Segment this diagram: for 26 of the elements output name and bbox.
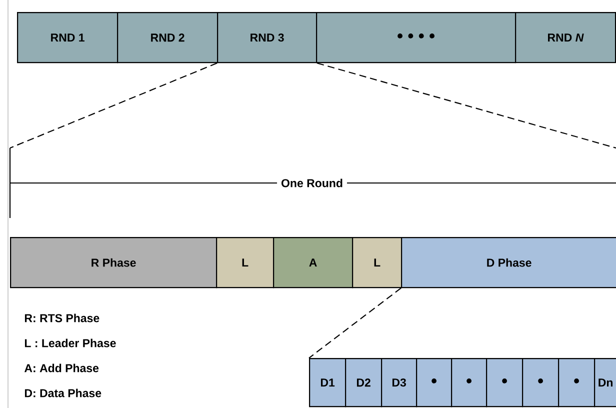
- dimension-label: One Round: [277, 174, 347, 192]
- zoom-line: [316, 62, 616, 149]
- round-cell: RND 2: [117, 12, 218, 64]
- round-cell: RND 3: [217, 12, 318, 64]
- phase-cell: D Phase: [401, 237, 616, 288]
- round-cell: RND 1: [17, 12, 118, 64]
- data-slot-cell: D3: [381, 358, 418, 408]
- data-slot-cell: D2: [345, 358, 382, 408]
- data-slot-cell: •: [522, 358, 560, 408]
- data-slot-cell: •: [416, 358, 452, 408]
- data-slot-cell: •: [558, 358, 596, 408]
- data-slot-cell: •: [486, 358, 524, 408]
- legend-text: R: RTS Phase: [24, 314, 100, 322]
- round-cell: RND N: [515, 12, 616, 64]
- zoom-line: [308, 288, 402, 358]
- phase-cell: L: [216, 237, 274, 288]
- legend-text: L : Leader Phase: [24, 338, 116, 348]
- legend-text: A: Add Phase: [24, 364, 99, 372]
- legend-text: D: Data Phase: [24, 388, 102, 398]
- phase-cell: A: [273, 237, 354, 288]
- data-slot-cell: Dn: [594, 358, 616, 408]
- data-slot-cell: D1: [309, 358, 346, 408]
- data-slot-cell: •: [451, 358, 488, 408]
- phase-cell: L: [352, 237, 402, 288]
- phase-cell: R Phase: [10, 237, 218, 288]
- zoom-line: [10, 62, 218, 149]
